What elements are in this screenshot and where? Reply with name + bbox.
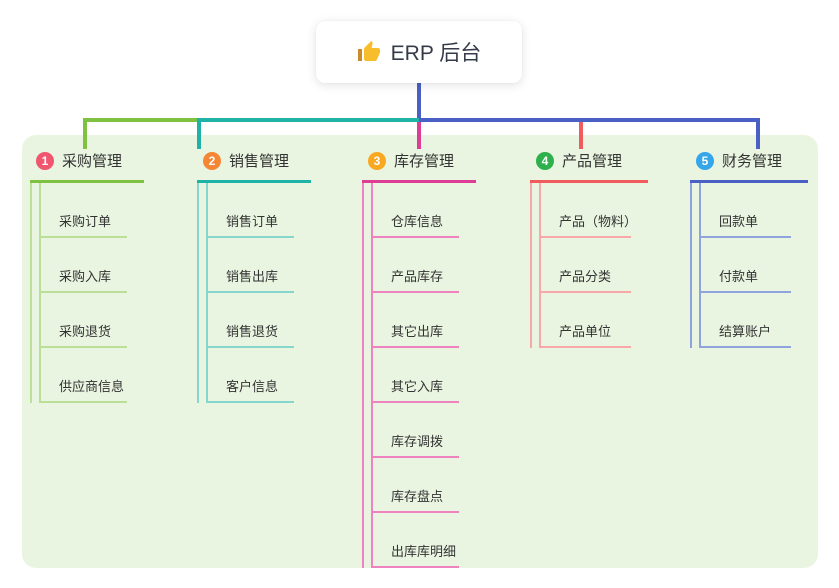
branch-label: 财务管理 <box>722 153 783 170</box>
child-topic[interactable]: 产品库存 <box>373 238 459 293</box>
child-topic[interactable]: 库存调拨 <box>373 403 459 458</box>
branch-label: 产品管理 <box>562 153 623 170</box>
child-topic[interactable]: 其它入库 <box>373 348 459 403</box>
connector-branch4-drop <box>579 122 583 149</box>
connector-branch1-elbow <box>83 118 197 149</box>
child-topic[interactable]: 付款单 <box>701 238 791 293</box>
child-topic[interactable]: 客户信息 <box>208 348 294 403</box>
child-topic[interactable]: 销售订单 <box>208 183 294 238</box>
child-topic[interactable]: 采购退货 <box>41 293 127 348</box>
branch-badge: 5 <box>696 151 714 170</box>
branch-product: 4 产品管理 产品（物料） 产品分类 产品单位 <box>530 150 648 348</box>
branch-inventory: 3 库存管理 仓库信息 产品库存 其它出库 其它入库 库存调拨 库存盘点 出库库… <box>362 150 476 568</box>
branch-children: 回款单 付款单 结算账户 <box>690 183 808 348</box>
branch-badge: 3 <box>368 151 386 170</box>
branch-badge: 2 <box>203 151 221 170</box>
child-topic[interactable]: 产品单位 <box>541 293 631 348</box>
branch-badge: 4 <box>536 151 554 170</box>
child-topic[interactable]: 结算账户 <box>701 293 791 348</box>
branch-sales: 2 销售管理 销售订单 销售出库 销售退货 客户信息 <box>197 150 311 403</box>
child-topic[interactable]: 库存盘点 <box>373 458 459 513</box>
thumbs-up-icon <box>357 41 380 61</box>
root-label: ERP 后台 <box>390 42 482 65</box>
branch-title[interactable]: 1 采购管理 <box>30 150 144 183</box>
branch-purchase: 1 采购管理 采购订单 采购入库 采购退货 供应商信息 <box>30 150 144 403</box>
connector-branch2-elbow <box>197 118 419 149</box>
child-topic[interactable]: 供应商信息 <box>41 348 127 403</box>
child-topic[interactable]: 销售出库 <box>208 238 294 293</box>
connector-root-vertical <box>417 82 421 118</box>
branch-panel <box>22 135 818 568</box>
child-topic[interactable]: 出库库明细 <box>373 513 459 568</box>
branch-title[interactable]: 4 产品管理 <box>530 150 648 183</box>
branch-children: 产品（物料） 产品分类 产品单位 <box>530 183 648 348</box>
child-topic[interactable]: 采购订单 <box>41 183 127 238</box>
branch-label: 采购管理 <box>62 153 123 170</box>
child-topic[interactable]: 其它出库 <box>373 293 459 348</box>
connector-branch5-elbow <box>419 118 760 149</box>
branch-finance: 5 财务管理 回款单 付款单 结算账户 <box>690 150 808 348</box>
branch-title[interactable]: 3 库存管理 <box>362 150 476 183</box>
child-topic[interactable]: 产品（物料） <box>541 183 637 238</box>
branch-badge: 1 <box>36 151 54 170</box>
branch-label: 销售管理 <box>229 153 290 170</box>
child-topic[interactable]: 仓库信息 <box>373 183 459 238</box>
connector-branch3-drop <box>417 122 421 149</box>
child-topic[interactable]: 销售退货 <box>208 293 294 348</box>
branch-title[interactable]: 5 财务管理 <box>690 150 808 183</box>
branch-label: 库存管理 <box>394 153 455 170</box>
branch-title[interactable]: 2 销售管理 <box>197 150 311 183</box>
child-topic[interactable]: 回款单 <box>701 183 791 238</box>
branch-children: 采购订单 采购入库 采购退货 供应商信息 <box>30 183 144 403</box>
root-node[interactable]: ERP 后台 <box>316 21 522 83</box>
child-topic[interactable]: 产品分类 <box>541 238 631 293</box>
child-topic[interactable]: 采购入库 <box>41 238 127 293</box>
branch-children: 销售订单 销售出库 销售退货 客户信息 <box>197 183 311 403</box>
branch-children: 仓库信息 产品库存 其它出库 其它入库 库存调拨 库存盘点 出库库明细 <box>362 183 476 568</box>
